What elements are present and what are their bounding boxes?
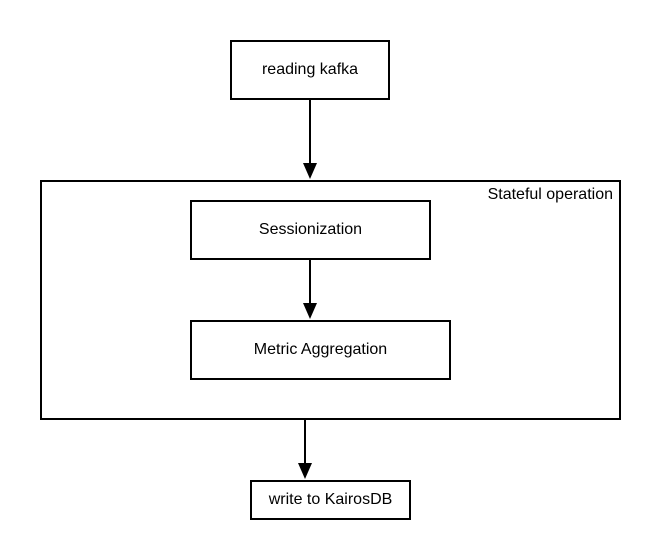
- reading-kafka-node: reading kafka: [230, 40, 390, 100]
- sessionization-node: Sessionization: [190, 200, 431, 260]
- write-kairosdb-label: write to KairosDB: [268, 491, 393, 508]
- reading-kafka-label: reading kafka: [261, 61, 359, 78]
- sessionization-label: Sessionization: [258, 221, 363, 238]
- stateful-operation-label: Stateful operation: [487, 186, 613, 203]
- write-kairosdb-node: write to KairosDB: [250, 480, 411, 520]
- metric-aggregation-label: Metric Aggregation: [253, 341, 388, 358]
- arrowhead-kafka-to-stateful: [303, 163, 317, 179]
- metric-aggregation-node: Metric Aggregation: [190, 320, 451, 380]
- arrowhead-stateful-to-write: [298, 463, 312, 479]
